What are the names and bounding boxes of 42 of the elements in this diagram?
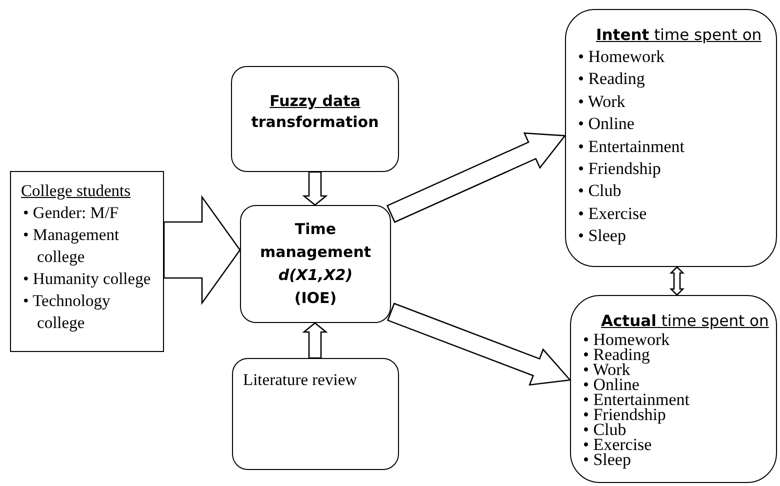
block-arrow [386, 302, 572, 386]
block-arrow [302, 322, 328, 359]
list-item: • Reading [578, 68, 646, 90]
list-item: • Club [583, 422, 626, 437]
process-box [231, 66, 399, 172]
box-label: Fuzzy data [270, 91, 360, 112]
list-item: • Exercise [583, 437, 653, 452]
list-item: • Management college [23, 224, 120, 268]
block-arrow [669, 266, 685, 296]
list-item: • Gender: M/F [23, 202, 120, 224]
list-item: • Online [583, 377, 640, 392]
block-arrow [386, 132, 566, 223]
list-item: • Sleep [583, 452, 631, 467]
list-item: • Sleep [578, 225, 627, 248]
block-arrow [302, 171, 328, 206]
list-item: • Exercise [578, 202, 648, 225]
list-item: • Club [578, 180, 622, 202]
list-item: • Homework [578, 46, 666, 68]
list-item: • Homework [583, 332, 671, 347]
list-heading: Actual time spent on [601, 311, 769, 332]
rounded-box [570, 295, 777, 483]
rounded-box [565, 9, 777, 267]
process-box [240, 205, 391, 323]
list-heading: Intent time spent on [596, 25, 762, 46]
list-item: • Humanity college [23, 268, 151, 290]
list-item: • Work [583, 362, 630, 377]
process-box [10, 171, 164, 352]
list-item: • Entertainment [583, 392, 690, 407]
process-box [232, 358, 399, 470]
box-label: transformation [251, 112, 379, 133]
list-item: • Online [578, 113, 636, 136]
list-item: • Friendship [583, 407, 666, 422]
box-label: (IOE) [294, 288, 337, 309]
list-item: • Technology college [23, 290, 112, 334]
box-label: Literature review [243, 369, 358, 391]
list-item: • Friendship [578, 158, 662, 180]
box-label: d(X1,X2) [278, 265, 353, 286]
list-item: • Entertainment [578, 136, 686, 158]
list-heading: College students [21, 180, 131, 202]
list-item: • Reading [583, 347, 650, 362]
list-item: • Work [578, 90, 626, 113]
block-arrow [163, 194, 241, 306]
